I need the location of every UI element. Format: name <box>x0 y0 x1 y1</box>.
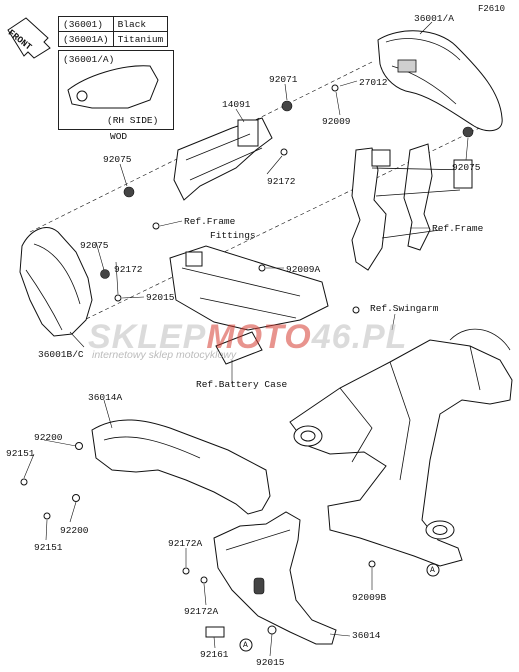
label-92015-top: 92015 <box>146 292 175 303</box>
label-ref-frame: Ref.Frame <box>432 223 484 234</box>
callout-a-label-2: A <box>243 641 248 650</box>
figure-code: F2610 <box>478 4 506 14</box>
label-36001a: 36001/A <box>414 13 454 24</box>
inset-cover-rh <box>67 65 159 109</box>
swingarm <box>289 328 513 567</box>
legend-color: Black <box>112 16 169 32</box>
chain-guard-upper <box>91 419 271 515</box>
label-14091: 14091 <box>222 99 251 110</box>
leader-lines <box>23 21 469 657</box>
watermark-part1: SKLEP <box>88 318 207 356</box>
label-92172-left: 92172 <box>114 264 143 275</box>
inset-box: (36001/A) (RH SIDE) <box>58 50 174 130</box>
label-ref-battery-case: Ref.Battery Case <box>196 379 288 390</box>
label-92172-mid: 92172 <box>267 176 296 187</box>
label-36014a: 36014A <box>88 392 123 403</box>
legend-code: (36001) <box>58 16 114 32</box>
bracket-14091 <box>173 117 273 201</box>
left-side-cover <box>19 227 93 337</box>
fastener-icons <box>20 84 474 638</box>
label-92009b: 92009B <box>352 592 387 603</box>
label-92161: 92161 <box>200 649 229 660</box>
watermark-subtitle: internetowy sklep motocyklowy <box>92 349 237 361</box>
color-legend: (36001) Black (36001A) Titanium <box>58 16 169 47</box>
inset-code: (36001/A) <box>63 54 115 65</box>
watermark-part3: 46 <box>311 318 352 356</box>
label-92075-left: 92075 <box>103 154 132 165</box>
label-92015-bot: 92015 <box>256 657 285 668</box>
label-92075-right: 92075 <box>452 162 481 173</box>
label-92071: 92071 <box>269 74 298 85</box>
label-36001bc: 36001B/C <box>38 349 84 360</box>
legend-code: (36001A) <box>58 31 114 47</box>
callout-a-icons <box>239 563 440 652</box>
inset-stamp: WOD <box>110 131 128 142</box>
label-ref-frame-fittings-2: Fittings <box>210 230 256 241</box>
label-92151-top: 92151 <box>6 448 35 459</box>
legend-row-titanium: (36001A) Titanium <box>58 31 169 47</box>
label-27012: 27012 <box>359 77 388 88</box>
front-arrow-icon <box>7 17 51 59</box>
label-92009: 92009 <box>322 116 351 127</box>
label-ref-frame-fittings-1: Ref.Frame <box>184 216 236 227</box>
label-92200-bot: 92200 <box>60 525 89 536</box>
label-36014: 36014 <box>352 630 381 641</box>
label-92009a: 92009A <box>286 264 321 275</box>
inset-caption: (RH SIDE) <box>107 115 159 126</box>
watermark-logo: SKLEPMOTO46.PL <box>88 318 407 357</box>
label-92075-left2: 92075 <box>80 240 109 251</box>
battery-case <box>169 245 329 365</box>
callout-a-label-1: A <box>430 566 435 575</box>
watermark-part2: MOTO <box>206 318 312 356</box>
chain-guard-lower <box>213 511 337 645</box>
label-92172a-bot: 92172A <box>184 606 219 617</box>
right-side-cover <box>377 30 503 132</box>
label-92200-top: 92200 <box>34 432 63 443</box>
frame-fittings <box>351 143 473 271</box>
label-ref-swingarm: Ref.Swingarm <box>370 303 439 314</box>
label-92172a-top: 92172A <box>168 538 203 549</box>
label-92151-bot: 92151 <box>34 542 63 553</box>
legend-row-black: (36001) Black <box>58 16 169 32</box>
watermark-part4: .PL <box>351 318 408 356</box>
legend-color: Titanium <box>112 31 169 47</box>
